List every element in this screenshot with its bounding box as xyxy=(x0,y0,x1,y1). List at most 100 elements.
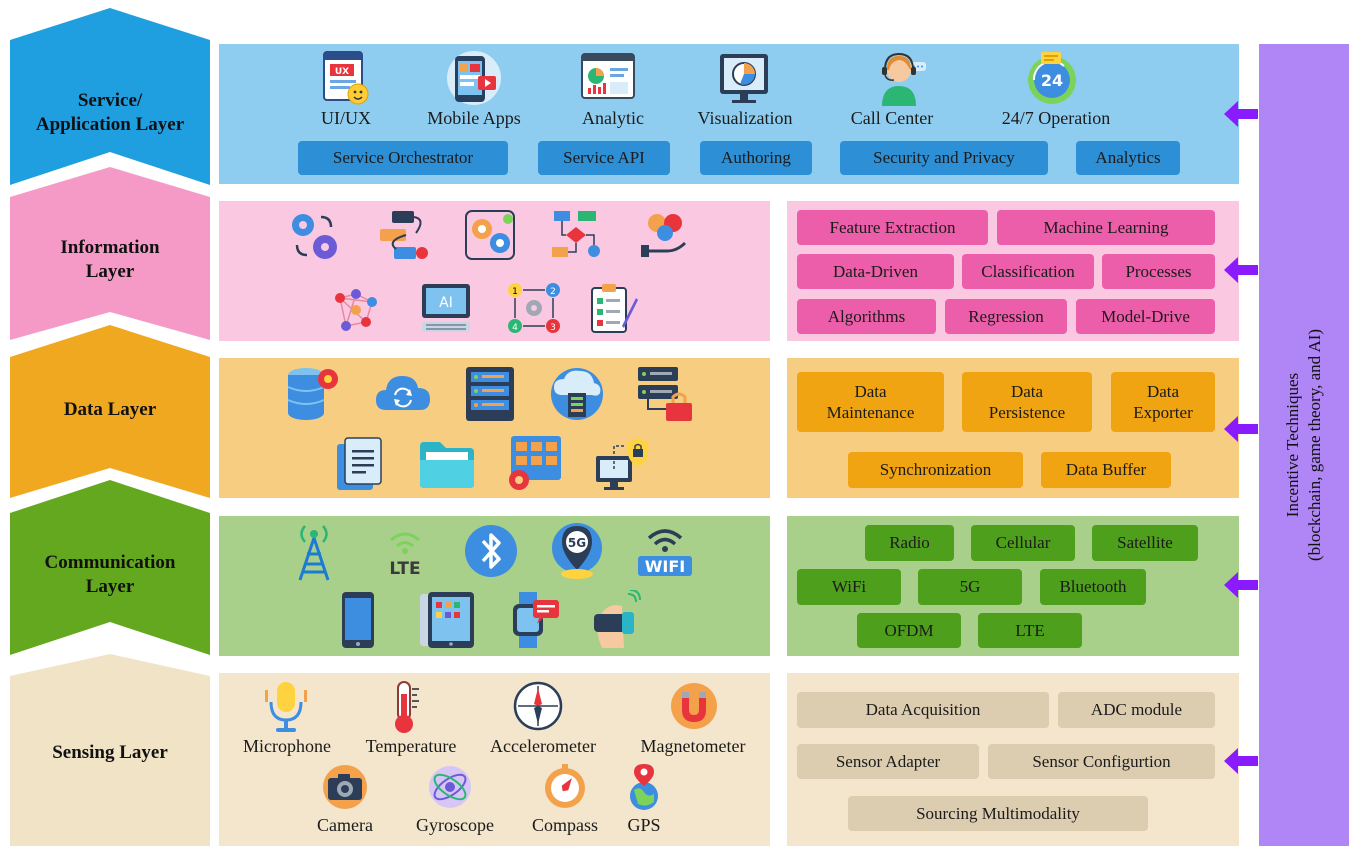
sensing-icon-label: Gyroscope xyxy=(416,815,494,835)
information-tag: Algorithms xyxy=(797,299,936,334)
sensing-icon-label: GPS xyxy=(627,815,661,835)
sensing-icon-label: Camera xyxy=(317,815,373,835)
svg-text:2: 2 xyxy=(550,287,556,297)
analytic-dashboard-icon xyxy=(581,53,635,99)
data-tag-line: Data xyxy=(1146,381,1180,401)
communication-tag: Radio xyxy=(865,525,954,561)
svg-text:UX: UX xyxy=(335,67,349,77)
communication-title-line2: Layer xyxy=(85,576,135,597)
sensing-icon-label: Compass xyxy=(531,815,598,835)
information-title-line2: Layer xyxy=(85,261,135,282)
svg-text:WIFI: WIFI xyxy=(645,557,685,576)
sensing-tag: ADC module xyxy=(1058,692,1215,728)
server-lock-icon xyxy=(638,367,692,421)
gyroscope-icon xyxy=(429,766,471,808)
sensing-tag: Sourcing Multimodality xyxy=(848,796,1148,831)
sensing-chevron xyxy=(10,654,210,846)
incentive-line2: (blockchain, game theory, and AI) xyxy=(1305,328,1324,562)
service-title-line1: Service/ xyxy=(77,90,143,112)
cloud-storage-icon xyxy=(551,368,603,420)
service-icon-label: Analytic xyxy=(582,108,644,128)
service-icon-label: Mobile Apps xyxy=(427,108,521,128)
svg-text:1: 1 xyxy=(512,287,518,297)
data-title-text: Data Layer xyxy=(63,399,157,421)
sensing-icon-label: Microphone xyxy=(243,736,331,756)
information-tag: Machine Learning xyxy=(997,210,1215,245)
service-icon-label: Call Center xyxy=(850,108,934,128)
communication-title-line1: Communication xyxy=(44,552,176,574)
layer-chevrons xyxy=(10,8,210,846)
communication-tag: Bluetooth xyxy=(1040,569,1146,605)
sensing-title-text: Sensing Layer xyxy=(52,742,168,764)
data-tag: Data Exporter xyxy=(1111,372,1215,432)
svg-text:3: 3 xyxy=(550,323,556,333)
data-tag-line: Data xyxy=(1010,381,1044,401)
information-tag: Processes xyxy=(1102,254,1215,289)
svg-text:24: 24 xyxy=(1041,71,1063,90)
svg-text:AI: AI xyxy=(439,295,453,311)
network-nodes-icon xyxy=(335,289,377,331)
checklist-icon xyxy=(591,284,638,333)
svg-text:4: 4 xyxy=(512,323,518,333)
flowchart-icon xyxy=(552,211,600,257)
accelerometer-icon xyxy=(513,681,563,731)
document-icon xyxy=(337,437,382,490)
ai-computer-icon: AI xyxy=(422,284,470,332)
communication-tag: LTE xyxy=(978,613,1082,648)
communication-tag: 5G xyxy=(918,569,1022,605)
sensing-icon-label: Temperature xyxy=(365,736,457,756)
arrow-left-icon xyxy=(1224,416,1258,442)
information-tag: Classification xyxy=(962,254,1094,289)
database-icon xyxy=(287,368,338,420)
microphone-icon xyxy=(265,682,307,732)
service-title-line2: Application Layer xyxy=(35,114,185,135)
service-chevron xyxy=(10,8,210,185)
gps-globe-icon xyxy=(630,764,658,810)
data-tag: Data Buffer xyxy=(1041,452,1171,488)
smartphone-icon xyxy=(342,592,374,648)
communication-tag: WiFi xyxy=(797,569,901,605)
arrow-left-icon xyxy=(1224,101,1258,127)
service-tag: Service Orchestrator xyxy=(298,141,508,175)
vr-headset-icon xyxy=(594,590,641,648)
service-tag: Analytics xyxy=(1076,141,1180,175)
compass-icon xyxy=(545,764,585,808)
information-tag: Feature Extraction xyxy=(797,210,988,245)
communication-tag: Satellite xyxy=(1092,525,1198,561)
gears-icon xyxy=(292,214,337,259)
magnet-icon xyxy=(671,683,717,729)
process-gears-icon xyxy=(465,210,515,260)
sensing-tag: Sensor Configurtion xyxy=(988,744,1215,779)
incentive-techniques-bar xyxy=(1259,44,1349,846)
wifi-icon: WIFI xyxy=(638,529,692,576)
information-tag: Data-Driven xyxy=(797,254,954,289)
information-layer-title: Information Layer xyxy=(10,215,210,305)
file-manager-icon xyxy=(509,436,561,490)
service-icon-label: 24/7 Operation xyxy=(1001,108,1111,128)
data-tag: Data Maintenance xyxy=(797,372,944,432)
service-layer-title: Service/ Application Layer xyxy=(10,68,210,158)
5g-location-icon: 5G xyxy=(552,523,602,579)
camera-icon xyxy=(323,765,367,809)
clock-24-7-icon: 24 xyxy=(1028,52,1076,104)
data-tag-line: Data xyxy=(854,381,887,401)
sensing-icon-label: Magnetometer xyxy=(640,736,746,756)
arrow-left-icon xyxy=(1224,257,1258,283)
mobile-apps-phone-icon xyxy=(447,51,501,105)
service-tag: Authoring xyxy=(700,141,812,175)
service-icon-label: Visualization xyxy=(697,108,793,128)
sensing-layer-title: Sensing Layer xyxy=(10,733,210,773)
communication-tag: Cellular xyxy=(971,525,1075,561)
secure-computer-icon xyxy=(596,438,648,490)
visualization-monitor-icon xyxy=(720,54,768,103)
radio-tower-icon xyxy=(298,525,330,581)
data-tag-line: Persistence xyxy=(988,403,1066,422)
information-title-line1: Information xyxy=(60,237,160,259)
arrow-left-icon xyxy=(1224,572,1258,598)
folder-icon xyxy=(420,442,474,488)
smartwatch-icon xyxy=(513,592,559,648)
cloud-sync-icon xyxy=(376,376,430,410)
hand-gears-icon xyxy=(641,214,687,257)
incentive-line1: Incentive Techniques xyxy=(1282,372,1302,518)
communication-chevron xyxy=(10,480,210,655)
